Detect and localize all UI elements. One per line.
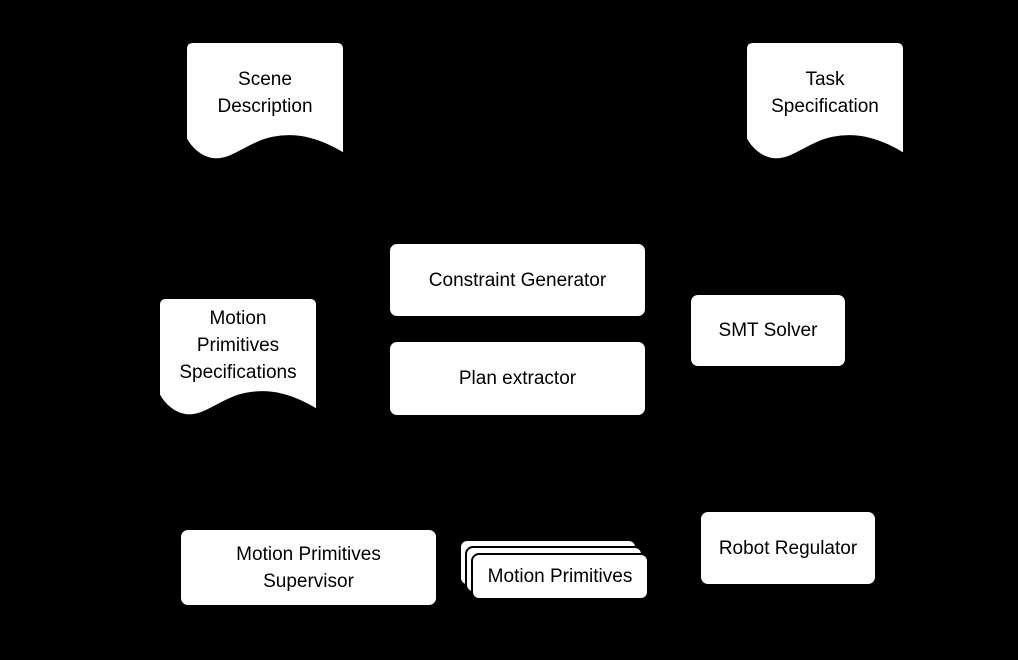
motion-primitives-specifications-label: Motion Primitives Specifications: [179, 307, 297, 383]
task-specification-label: Task Specification: [771, 69, 879, 117]
constraint-generator-node: Constraint Generator: [388, 242, 647, 318]
document-shape: [745, 41, 905, 161]
motion-primitives-supervisor-label: Motion Primitives Supervisor: [236, 543, 381, 592]
robot-regulator-node: Robot Regulator: [699, 510, 877, 586]
motion-primitives-card-front: Motion Primitives: [471, 553, 649, 600]
smt-solver-node: SMT Solver: [689, 293, 847, 368]
plan-extractor-node: Plan extractor: [388, 340, 647, 417]
scene-description-node: Scene Description: [185, 41, 345, 162]
plan-extractor-label: Plan extractor: [458, 368, 577, 389]
document-shape: [185, 41, 345, 161]
motion-primitives-specifications-node: Motion Primitives Specifications: [158, 297, 318, 418]
robot-regulator-label: Robot Regulator: [718, 537, 858, 559]
document-shape: [158, 297, 318, 417]
task-specification-node: Task Specification: [745, 41, 905, 162]
motion-primitives-stack-node: Motion Primitives: [459, 539, 651, 602]
motion-primitives-label: Motion Primitives: [487, 566, 633, 587]
constraint-generator-label: Constraint Generator: [428, 269, 607, 291]
smt-solver-label: SMT Solver: [718, 320, 818, 341]
motion-primitives-supervisor-node: Motion Primitives Supervisor: [179, 528, 438, 607]
scene-description-label: Scene Description: [217, 69, 313, 117]
